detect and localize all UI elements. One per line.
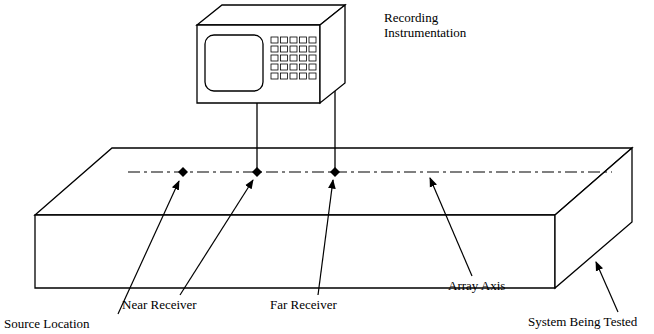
part-label: Near Receiver — [122, 297, 197, 312]
leader-lines — [118, 178, 618, 314]
receiver-marker — [252, 167, 262, 177]
array-axis-line — [128, 171, 612, 172]
receiver-marker — [330, 167, 340, 177]
test-slab — [35, 148, 632, 288]
keypad — [271, 37, 316, 79]
instrument-label: Recording Instrumentation — [384, 10, 484, 40]
source-marker — [178, 167, 188, 177]
part-label: Source Location — [4, 316, 90, 331]
part-label: Array Axis — [448, 278, 505, 293]
recording-instrument — [197, 5, 345, 103]
signal-wire — [334, 88, 335, 168]
signal-wire — [256, 103, 257, 168]
part-label: Far Receiver — [270, 297, 337, 312]
part-label: System Being Tested — [528, 314, 637, 329]
